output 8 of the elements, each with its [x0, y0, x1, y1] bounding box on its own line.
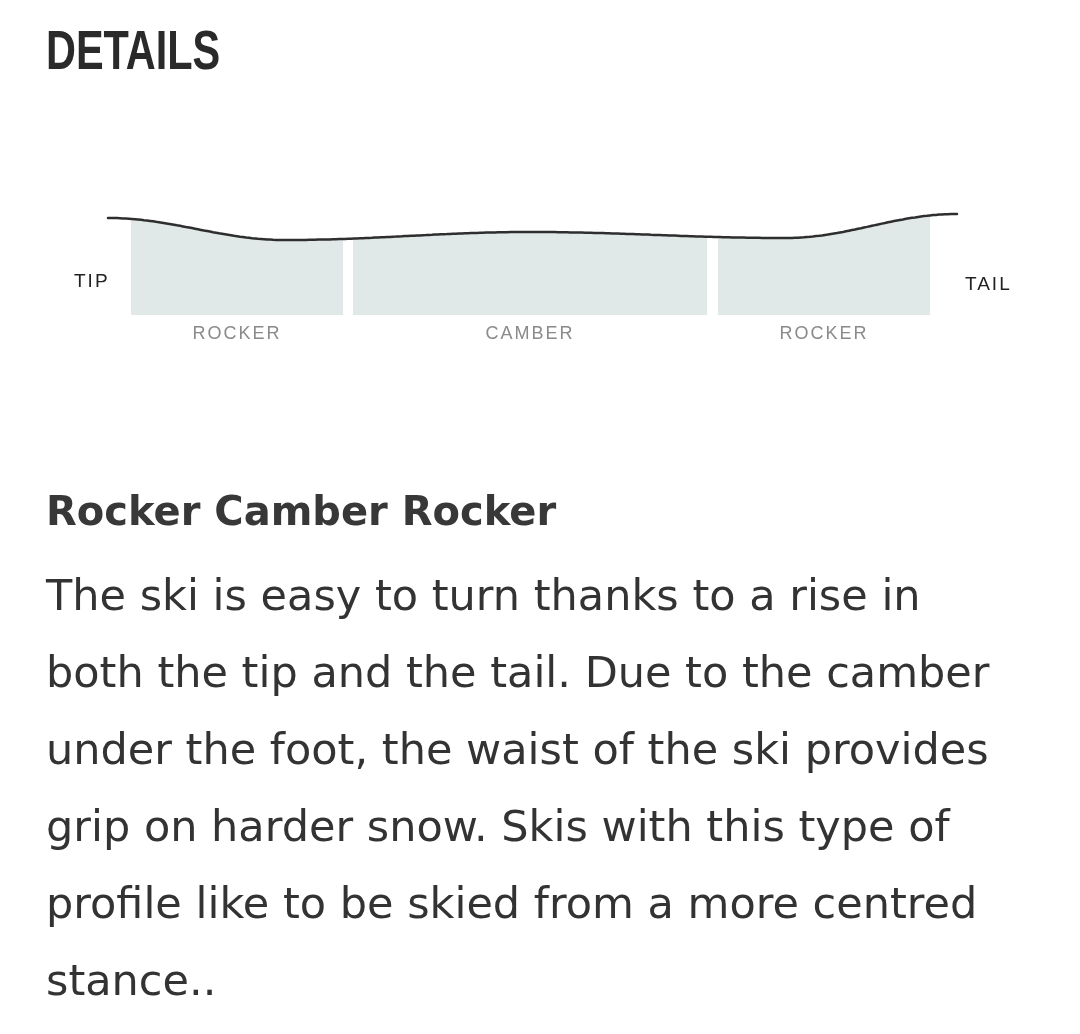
end-label: TAIL [965, 274, 1012, 293]
zone-label: CAMBER [485, 324, 575, 342]
zone-label: ROCKER [192, 324, 282, 342]
description-text: The ski is easy to turn thanks to a rise in both the tip and the tail. Due to the camber under the foot, the waist of the ski provides grip on harder snow. Skis with this type of profile like to be skied from a more centred stance.. [46, 569, 991, 1007]
zone-label: ROCKER [779, 324, 869, 342]
end-label: TIP [74, 271, 110, 290]
section-heading: Rocker Camber Rocker [46, 488, 557, 534]
page-title: DETAILS [46, 22, 221, 78]
